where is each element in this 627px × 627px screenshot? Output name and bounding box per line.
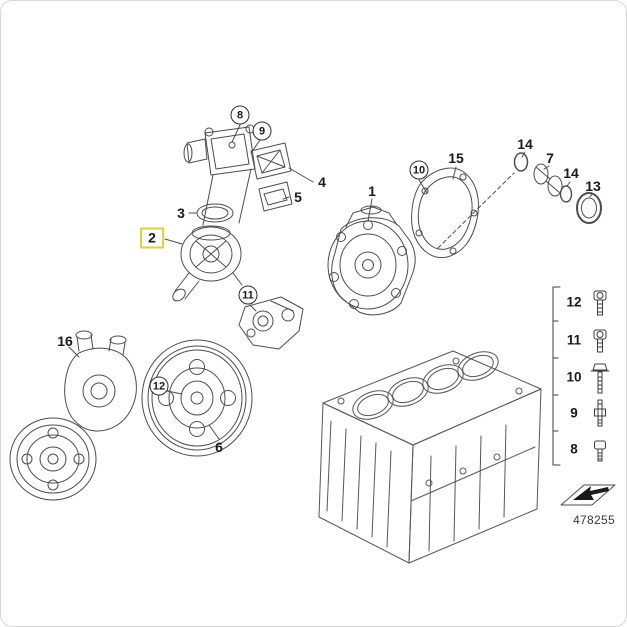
stud-bolt-icon xyxy=(595,400,606,426)
engine-block-drawing xyxy=(319,346,541,563)
water-pump-assembly-drawing xyxy=(10,331,136,500)
diagram-number: 478255 xyxy=(573,513,615,527)
legend-column xyxy=(553,287,609,465)
support-bracket-drawing xyxy=(239,297,303,349)
water-pump-drawing xyxy=(328,199,415,315)
hex-bolt-long-icon xyxy=(591,364,609,393)
thermostat-housing-drawing xyxy=(165,125,313,303)
pump-gasket-drawing xyxy=(412,167,479,258)
screw-icon xyxy=(595,441,606,461)
seal-rings-drawing xyxy=(438,152,601,248)
pulley-drawing xyxy=(142,340,252,456)
socket-head-bolt-icon xyxy=(594,291,606,315)
socket-head-bolt-short-icon xyxy=(594,330,606,352)
direction-arrow-icon xyxy=(561,485,615,505)
